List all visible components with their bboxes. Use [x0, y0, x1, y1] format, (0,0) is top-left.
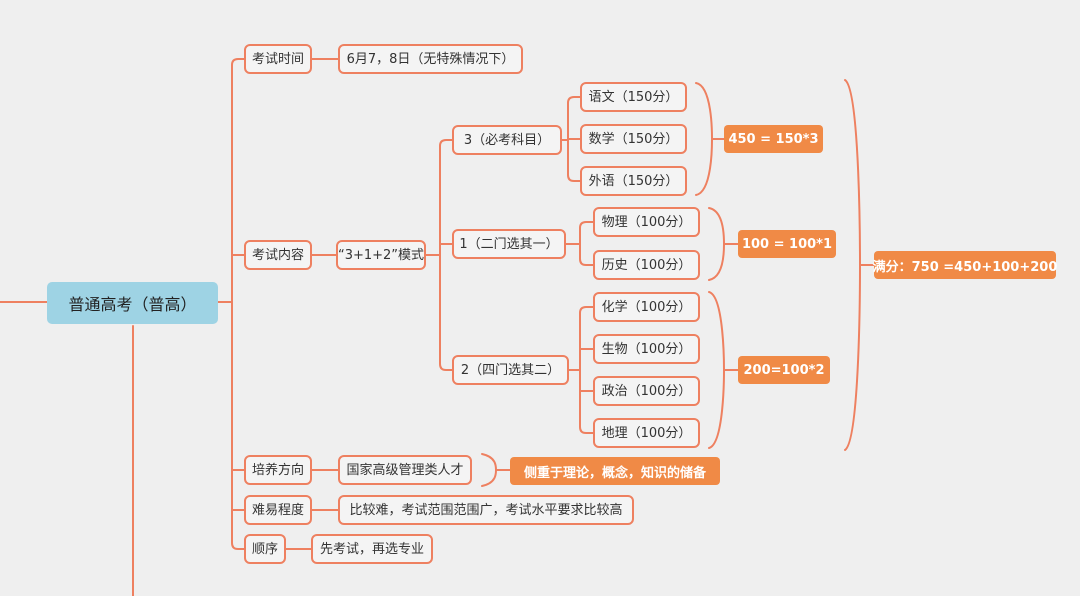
training-value-node[interactable]: 国家高级管理类人才 [338, 455, 472, 485]
full-score-badge[interactable]: 满分：750 =450+100+200 [873, 251, 1057, 279]
root-node[interactable]: 普通高考（普高） [47, 282, 218, 324]
subject-math-node[interactable]: 数学（150分） [580, 124, 687, 154]
choose-two-total-badge[interactable]: 200=100*2 [738, 356, 830, 384]
subject-history-node[interactable]: 历史（100分） [593, 250, 700, 280]
training-note-badge[interactable]: 侧重于理论，概念，知识的储备 [510, 457, 720, 485]
choose-one-total-badge[interactable]: 100 = 100*1 [738, 230, 836, 258]
difficulty-value-node[interactable]: 比较难，考试范围范围广，考试水平要求比较高 [338, 495, 634, 525]
subject-biology-node[interactable]: 生物（100分） [593, 334, 700, 364]
required-subjects-node[interactable]: 3（必考科目） [452, 125, 562, 155]
subject-physics-node[interactable]: 物理（100分） [593, 207, 700, 237]
subject-geography-node[interactable]: 地理（100分） [593, 418, 700, 448]
required-total-badge[interactable]: 450 = 150*3 [724, 125, 823, 153]
order-value-node[interactable]: 先考试，再选专业 [311, 534, 433, 564]
exam-time-node[interactable]: 考试时间 [244, 44, 312, 74]
subject-politics-node[interactable]: 政治（100分） [593, 376, 700, 406]
subject-chemistry-node[interactable]: 化学（100分） [593, 292, 700, 322]
order-node[interactable]: 顺序 [244, 534, 286, 564]
exam-time-value-node[interactable]: 6月7，8日（无特殊情况下） [338, 44, 523, 74]
training-direction-node[interactable]: 培养方向 [244, 455, 312, 485]
choose-one-node[interactable]: 1（二门选其一） [452, 229, 566, 259]
choose-two-node[interactable]: 2（四门选其二） [452, 355, 569, 385]
exam-content-node[interactable]: 考试内容 [244, 240, 312, 270]
difficulty-node[interactable]: 难易程度 [244, 495, 312, 525]
subject-foreign-node[interactable]: 外语（150分） [580, 166, 687, 196]
subject-chinese-node[interactable]: 语文（150分） [580, 82, 687, 112]
mode-node[interactable]: “3+1+2”模式 [336, 240, 426, 270]
